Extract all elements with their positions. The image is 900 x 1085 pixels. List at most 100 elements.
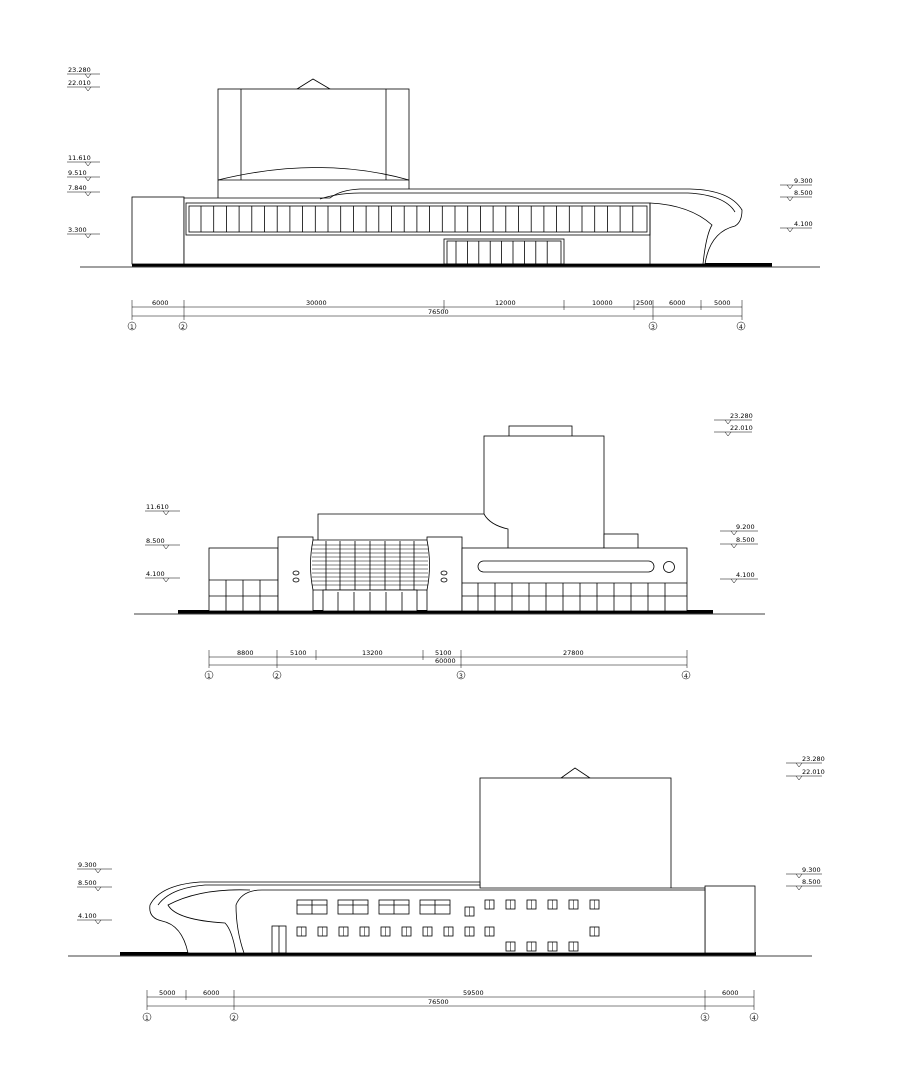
level-label: 8.500 <box>78 879 97 887</box>
level-marker: 4.100 <box>145 570 180 583</box>
level-markers-left: 11.610 8.500 4.100 <box>145 503 180 583</box>
tower-volume <box>479 767 672 891</box>
level-marker: 9.300 <box>786 866 822 879</box>
level-label: 4.100 <box>794 220 813 228</box>
axis-label: 4 <box>752 1015 756 1022</box>
level-marker: 8.500 <box>145 537 180 550</box>
level-label: 22.010 <box>730 424 753 432</box>
level-marker: 9.200 <box>720 523 758 536</box>
level-marker: 9.300 <box>780 177 813 190</box>
rear-door <box>271 925 287 954</box>
axis-label: 3 <box>651 324 655 331</box>
level-label: 8.500 <box>146 537 165 545</box>
tower-volume <box>217 78 410 200</box>
level-marker: 22.010 <box>67 79 100 92</box>
dimension-label: 8800 <box>237 649 254 657</box>
level-label: 23.280 <box>68 66 91 74</box>
left-wing <box>208 547 279 612</box>
level-marker: 8.500 <box>786 878 822 891</box>
axis-label: 2 <box>275 673 279 680</box>
dimension-label: 27800 <box>563 649 584 657</box>
ground-plinth <box>178 610 713 614</box>
level-label: 22.010 <box>68 79 91 87</box>
dimension-label: 6000 <box>722 989 739 997</box>
level-marker: 8.500 <box>77 879 112 892</box>
level-label: 8.500 <box>802 878 821 886</box>
dimension-chain: 5000 6000 59500 6000 76500 <box>146 989 755 1010</box>
ground-plinth <box>132 263 772 267</box>
level-marker: 7.840 <box>67 184 100 197</box>
level-label: 8.500 <box>736 536 755 544</box>
axis-label: 2 <box>181 324 185 331</box>
axis-markers: 1 2 3 4 <box>142 1012 759 1022</box>
axis-label: 4 <box>739 324 743 331</box>
level-markers-right: 9.300 8.500 4.100 <box>780 177 813 233</box>
dimension-label: 5100 <box>290 649 307 657</box>
dimension-label: 6000 <box>203 989 220 997</box>
level-label: 9.300 <box>794 177 813 185</box>
dimension-label: 5100 <box>435 649 452 657</box>
level-label: 11.610 <box>68 154 91 162</box>
axis-markers: 1 2 3 4 <box>127 321 746 331</box>
axis-label: 2 <box>232 1015 236 1022</box>
dimension-label: 5000 <box>159 989 176 997</box>
small-windows <box>296 899 600 952</box>
level-label: 4.100 <box>736 571 755 579</box>
axis-label: 1 <box>130 324 134 331</box>
entrance-glazing <box>443 238 565 265</box>
level-marker: 22.010 <box>714 424 753 437</box>
elevation-side: 11.610 8.500 4.100 23.280 22.0 <box>134 412 765 680</box>
central-pier-right <box>426 536 463 612</box>
axis-markers: 1 2 3 4 <box>204 670 691 680</box>
level-label: 9.200 <box>736 523 755 531</box>
dimension-label: 5000 <box>714 299 731 307</box>
dimension-label: 10000 <box>592 299 613 307</box>
level-marker: 11.610 <box>67 154 100 167</box>
level-marker: 23.280 <box>786 755 825 768</box>
level-markers-right: 23.280 22.010 9.300 8.500 <box>786 755 825 891</box>
level-marker: 23.280 <box>714 412 753 425</box>
dimension-total: 76500 <box>428 308 449 316</box>
level-marker: 8.500 <box>720 536 758 549</box>
elevation-front: 23.280 22.010 11.610 9.510 7.840 <box>67 66 820 331</box>
level-label: 23.280 <box>802 755 825 763</box>
level-marker: 3.300 <box>67 226 100 239</box>
ground-plinth <box>120 952 756 956</box>
level-marker: 4.100 <box>77 912 112 925</box>
level-markers-left: 9.300 8.500 4.100 <box>77 861 112 925</box>
axis-label: 1 <box>145 1015 149 1022</box>
level-label: 9.510 <box>68 169 87 177</box>
dimension-label: 12000 <box>495 299 516 307</box>
level-markers-left: 23.280 22.010 11.610 9.510 7.840 <box>67 66 100 239</box>
dimension-label: 6000 <box>669 299 686 307</box>
central-pier-left <box>277 536 314 612</box>
dimension-chain: 8800 5100 13200 5100 27800 60000 <box>208 649 688 668</box>
dimension-label: 13200 <box>362 649 383 657</box>
level-markers-right: 23.280 22.010 9.200 8.500 4.100 <box>714 412 758 584</box>
level-label: 11.610 <box>146 503 169 511</box>
dimension-total: 60000 <box>435 657 456 665</box>
axis-label: 1 <box>207 673 211 680</box>
level-marker: 4.100 <box>720 571 758 584</box>
dimension-label: 59500 <box>463 989 484 997</box>
dimension-label: 6000 <box>152 299 169 307</box>
dimension-chain: 6000 30000 12000 10000 2500 6000 5000 76… <box>131 299 743 320</box>
axis-label: 4 <box>684 673 688 680</box>
level-label: 8.500 <box>794 189 813 197</box>
level-marker: 4.100 <box>780 220 813 233</box>
elevation-rear: 9.300 8.500 4.100 23.280 22.01 <box>68 755 825 1022</box>
level-marker: 9.300 <box>77 861 112 874</box>
left-block <box>131 196 185 265</box>
level-label: 4.100 <box>78 912 97 920</box>
tower-volume <box>317 425 639 551</box>
dimension-label: 2500 <box>636 299 653 307</box>
axis-label: 3 <box>703 1015 707 1022</box>
right-block <box>704 885 756 954</box>
level-label: 9.300 <box>802 866 821 874</box>
level-marker: 8.500 <box>780 189 813 202</box>
level-marker: 23.280 <box>67 66 100 79</box>
level-label: 4.100 <box>146 570 165 578</box>
level-label: 7.840 <box>68 184 87 192</box>
dimension-label: 30000 <box>306 299 327 307</box>
